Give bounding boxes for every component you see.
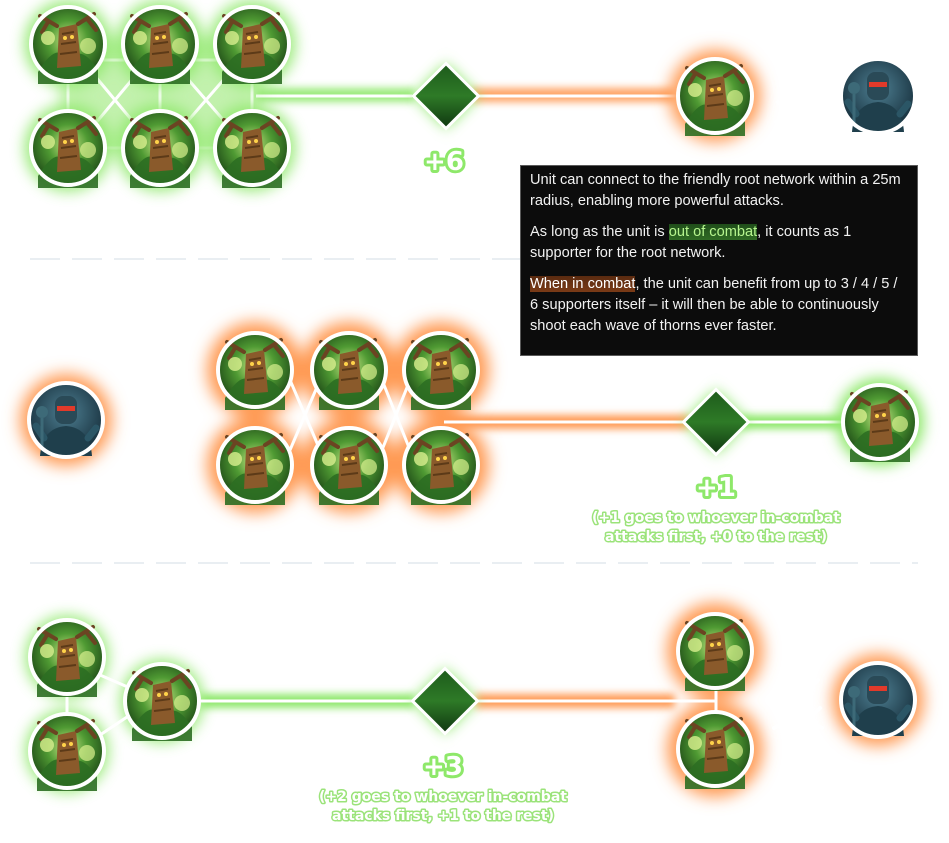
bonus-label: +1 (696, 473, 736, 503)
bonus-note-line-1: (+1 goes to whoever in-combat (592, 510, 840, 526)
treant-portrait-icon (676, 612, 754, 691)
tooltip-paragraph-1: Unit can connect to the friendly root ne… (530, 172, 901, 209)
bonus-label: +3 (423, 752, 463, 782)
treant-portrait-icon (310, 426, 388, 505)
tooltip-text: As long as the unit is (530, 224, 669, 240)
treant-portrait-icon (402, 426, 480, 505)
treant-portrait-icon (402, 331, 480, 410)
treant-portrait-icon (676, 57, 754, 136)
tooltip-text: , the unit can benefit from up to 3 / 4 … (530, 276, 898, 334)
treant-portrait-icon (29, 109, 107, 188)
scenario-separators (30, 258, 918, 564)
network-links (288, 379, 842, 451)
root-node-diamond-icon (411, 61, 481, 131)
treant-portrait-icon (310, 331, 388, 410)
treant-portrait-icon (216, 426, 294, 505)
crossed-swords-icon (774, 72, 826, 124)
armored-soldier-portrait-icon (841, 663, 915, 737)
crossed-swords-icon (772, 678, 824, 730)
treant-portrait-icon (123, 662, 201, 741)
treant-portrait-icon (28, 618, 106, 697)
scenario-1: +6 (24, 0, 915, 192)
treant-portrait-icon (121, 5, 199, 84)
treant-portrait-icon (213, 109, 291, 188)
bonus-note-line-2: attacks first, +1 to the rest) (332, 808, 554, 824)
tooltip-paragraph-2: As long as the unit is out of combat, it… (530, 222, 908, 264)
treant-portrait-icon (28, 712, 106, 791)
armored-soldier-portrait-icon (841, 59, 915, 133)
armored-soldier-portrait-icon (29, 383, 103, 457)
scenario-3: +3 (+2 goes to whoever in-combat attacks… (25, 603, 924, 826)
bonus-note-line-2: attacks first, +0 to the rest) (605, 529, 827, 545)
bonus-label: +6 (424, 147, 464, 177)
treant-portrait-icon (213, 5, 291, 84)
scenario-2: +1 (+1 goes to whoever in-combat attacks… (20, 322, 924, 547)
root-node-diamond-icon (681, 387, 751, 457)
ability-tooltip: Unit can connect to the friendly root ne… (520, 165, 918, 356)
crossed-swords-icon (136, 398, 188, 450)
friendly-unit-group (28, 618, 201, 791)
treant-portrait-icon (676, 710, 754, 789)
treant-portrait-icon (29, 5, 107, 84)
bonus-note-line-1: (+2 goes to whoever in-combat (319, 789, 567, 805)
root-node-diamond-icon (410, 666, 480, 736)
treant-portrait-icon (216, 331, 294, 410)
tooltip-paragraph-3: When in combat, the unit can benefit fro… (530, 274, 908, 337)
treant-portrait-icon (121, 109, 199, 188)
network-links (65, 673, 718, 737)
in-combat-highlight: When in combat (530, 276, 636, 292)
tooltip-text: , it counts as 1 supporter for the root … (530, 224, 852, 261)
out-of-combat-highlight: out of combat (668, 224, 758, 240)
treant-portrait-icon (841, 383, 919, 462)
